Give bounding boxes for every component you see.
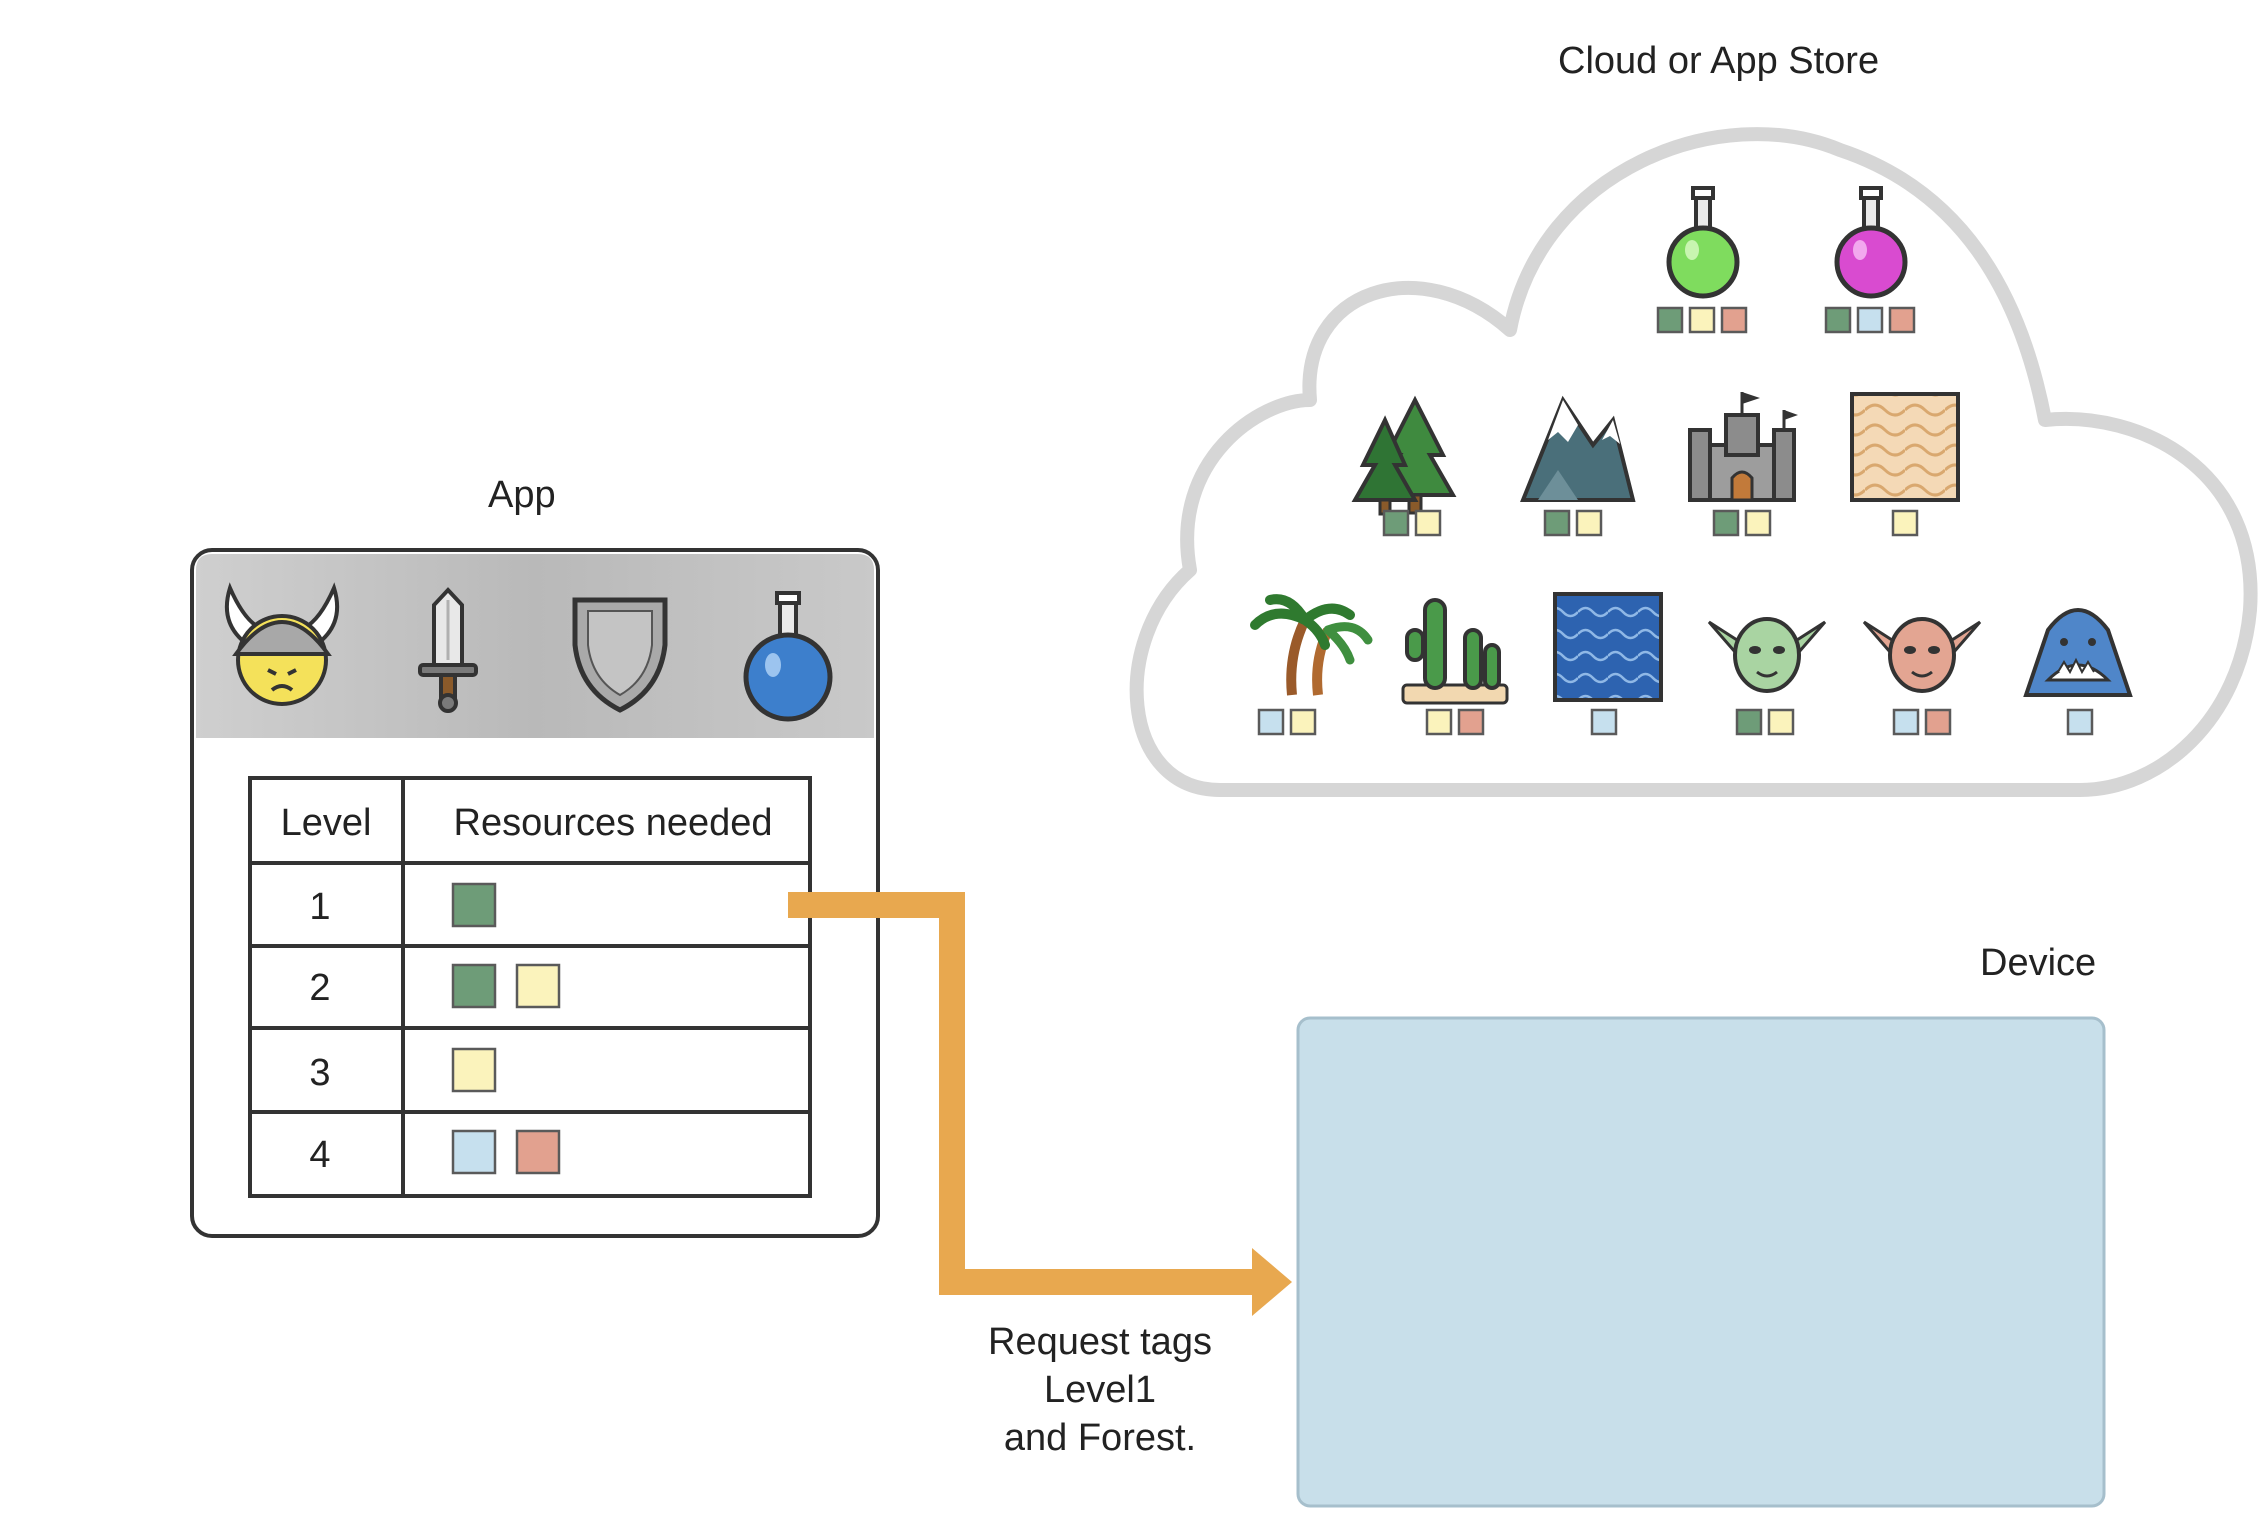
table-resource-tags — [451, 882, 561, 1175]
tag-square-yellow — [1688, 306, 1716, 334]
mountains-icon — [1520, 395, 1636, 502]
device-box — [1296, 1016, 2106, 1508]
request-line-1: Request tags — [988, 1321, 1212, 1363]
tag-square-red — [1457, 708, 1485, 736]
water-texture-icon — [1553, 592, 1663, 702]
device-title: Device — [1980, 942, 2097, 984]
tag-square-green — [451, 882, 497, 928]
tag-square-blue — [1590, 708, 1618, 736]
cloud-resource-tags — [1257, 306, 2094, 736]
tag-square-yellow — [451, 1047, 497, 1093]
tag-square-red — [1720, 306, 1748, 334]
tag-square-red — [1888, 306, 1916, 334]
castle-icon — [1688, 392, 1798, 502]
cloud-title: Cloud or App Store — [1558, 40, 1880, 82]
tag-square-blue — [1856, 306, 1884, 334]
tag-square-yellow — [1425, 708, 1453, 736]
blue-potion-icon — [743, 591, 833, 722]
table-row-level: 1 — [309, 886, 330, 928]
tag-square-green — [1656, 306, 1684, 334]
green-goblin-icon — [1707, 617, 1827, 693]
tag-square-green — [1824, 306, 1852, 334]
shield-icon — [572, 597, 668, 713]
tag-square-yellow — [1414, 509, 1442, 537]
tag-square-blue — [2066, 708, 2094, 736]
tag-square-green — [1382, 509, 1410, 537]
tag-square-blue — [1257, 708, 1285, 736]
app-title: App — [488, 474, 556, 516]
tag-square-green — [1712, 509, 1740, 537]
tag-square-blue — [451, 1129, 497, 1175]
tag-square-red — [1924, 708, 1952, 736]
magenta-potion-icon — [1834, 186, 1908, 299]
tag-square-green — [451, 963, 497, 1009]
table-header-level: Level — [281, 802, 372, 844]
tag-square-red — [515, 1129, 561, 1175]
table-header-resources: Resources needed — [454, 802, 773, 844]
resources-table: Level Resources needed 1 2 3 4 — [248, 776, 812, 1198]
viking-helmet-icon — [225, 582, 339, 706]
red-goblin-icon — [1862, 617, 1982, 693]
table-row-level: 4 — [309, 1134, 330, 1176]
tag-square-yellow — [1767, 708, 1795, 736]
app-banner — [196, 554, 874, 738]
tag-square-yellow — [515, 963, 561, 1009]
table-row-level: 2 — [309, 967, 330, 1009]
green-potion-icon — [1666, 186, 1740, 299]
sand-texture-icon — [1850, 392, 1960, 502]
tag-square-yellow — [1891, 509, 1919, 537]
request-arrow — [788, 892, 1292, 1316]
tag-square-yellow — [1575, 509, 1603, 537]
shark-icon — [2023, 608, 2133, 697]
palm-trees-icon — [1250, 594, 1373, 696]
table-row-level: 3 — [309, 1052, 330, 1094]
request-line-2: Level1 — [1044, 1369, 1156, 1411]
tag-square-green — [1543, 509, 1571, 537]
tag-square-blue — [1892, 708, 1920, 736]
request-line-3: and Forest. — [1003, 1417, 1197, 1459]
tag-square-yellow — [1744, 509, 1772, 537]
cactus-icon — [1401, 598, 1509, 705]
tag-square-green — [1735, 708, 1763, 736]
sword-icon — [418, 587, 478, 713]
request-caption: Request tags Level1 and Forest. — [900, 1318, 1300, 1462]
tag-square-yellow — [1289, 708, 1317, 736]
